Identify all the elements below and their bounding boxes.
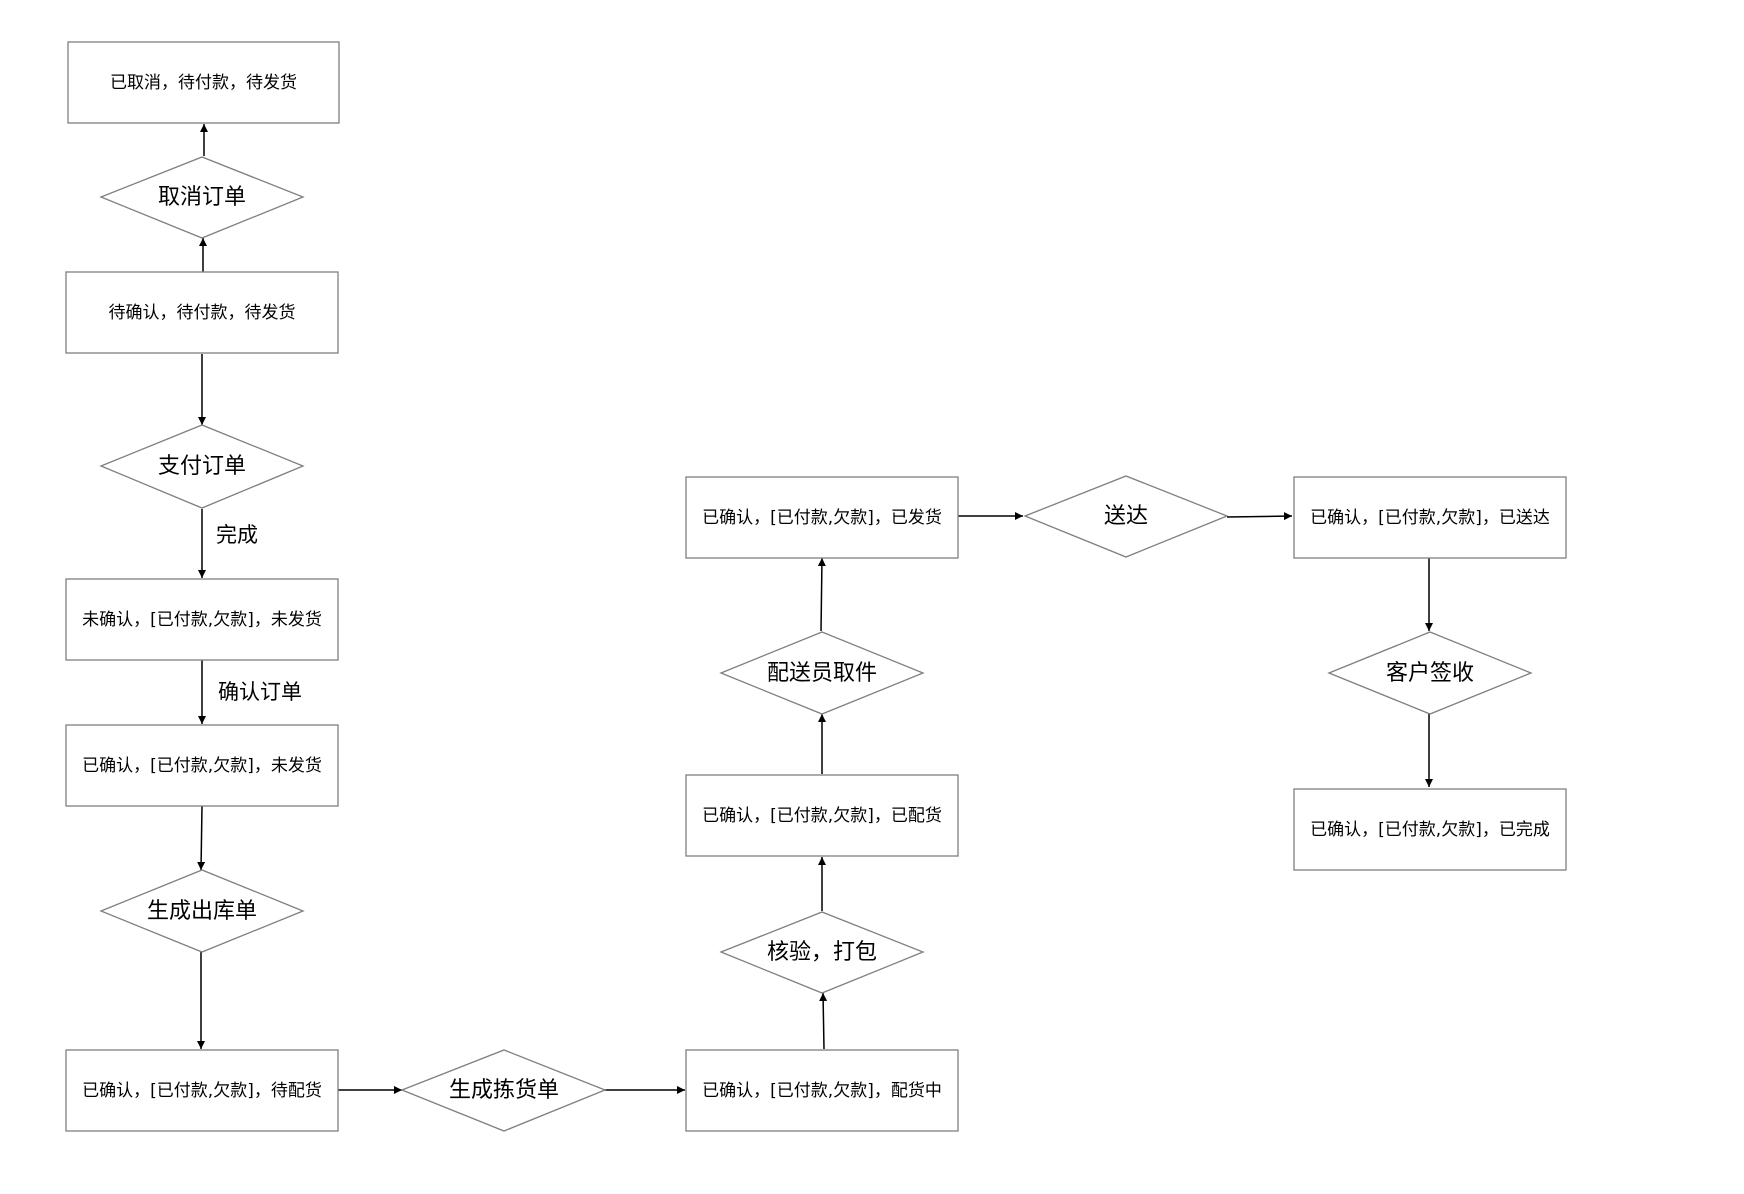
- action-generate-outbound-label: 生成出库单: [147, 899, 257, 924]
- action-generate-picking-label: 生成拣货单: [449, 1078, 559, 1103]
- action-deliver-label: 送达: [1104, 504, 1148, 529]
- state-cancelled-label: 已取消，待付款，待发货: [110, 73, 297, 93]
- action-generate-picking: 生成拣货单: [400, 1049, 607, 1132]
- state-allocating: 已确认，[已付款,欠款]，配货中: [685, 1049, 959, 1132]
- state-awaiting-allocation-label: 已确认，[已付款,欠款]，待配货: [82, 1081, 322, 1101]
- state-allocating-label: 已确认，[已付款,欠款]，配货中: [702, 1081, 942, 1101]
- state-confirmed-unshipped: 已确认，[已付款,欠款]，未发货: [65, 724, 339, 807]
- edge-allocating-to-verify: [819, 992, 828, 1050]
- state-delivered: 已确认，[已付款,欠款]，已送达: [1293, 476, 1567, 559]
- state-shipped: 已确认，[已付款,欠款]，已发货: [685, 476, 959, 559]
- action-pay-order: 支付订单: [99, 424, 305, 509]
- action-courier-pickup-label: 配送员取件: [767, 661, 877, 686]
- state-allocated-label: 已确认，[已付款,欠款]，已配货: [702, 806, 942, 826]
- action-deliver: 送达: [1023, 475, 1229, 558]
- edge-deliver-to-delivered: [1226, 512, 1293, 521]
- state-pending: 待确认，待付款，待发货: [65, 271, 339, 354]
- action-verify-pack-label: 核验，打包: [767, 940, 877, 965]
- action-customer-sign: 客户签收: [1327, 631, 1533, 715]
- action-generate-outbound: 生成出库单: [99, 869, 305, 953]
- action-cancel-order-label: 取消订单: [158, 185, 246, 210]
- state-paid-unconfirmed: 未确认，[已付款,欠款]，未发货: [65, 578, 339, 661]
- state-allocated: 已确认，[已付款,欠款]，已配货: [685, 774, 959, 857]
- state-cancelled: 已取消，待付款，待发货: [67, 41, 340, 124]
- state-completed: 已确认，[已付款,欠款]，已完成: [1293, 788, 1567, 871]
- state-pending-label: 待确认，待付款，待发货: [109, 303, 296, 323]
- edge-pickup-to-shipped: [817, 557, 826, 632]
- action-pay-order-label: 支付订单: [158, 454, 246, 479]
- edge-confirmed-to-outbound: [197, 805, 206, 871]
- action-courier-pickup: 配送员取件: [719, 631, 925, 715]
- state-awaiting-allocation: 已确认，[已付款,欠款]，待配货: [65, 1049, 339, 1132]
- state-paid-unconfirmed-label: 未确认，[已付款,欠款]，未发货: [82, 610, 322, 630]
- state-delivered-label: 已确认，[已付款,欠款]，已送达: [1310, 508, 1550, 528]
- action-customer-sign-label: 客户签收: [1386, 661, 1474, 686]
- action-cancel-order: 取消订单: [99, 156, 305, 239]
- edge-label-confirm-order: 确认订单: [218, 680, 302, 704]
- state-confirmed-unshipped-label: 已确认，[已付款,欠款]，未发货: [82, 756, 322, 776]
- state-shipped-label: 已确认，[已付款,欠款]，已发货: [702, 508, 942, 528]
- action-verify-pack: 核验，打包: [719, 911, 925, 994]
- state-completed-label: 已确认，[已付款,欠款]，已完成: [1310, 820, 1550, 840]
- edge-label-complete: 完成: [216, 523, 258, 547]
